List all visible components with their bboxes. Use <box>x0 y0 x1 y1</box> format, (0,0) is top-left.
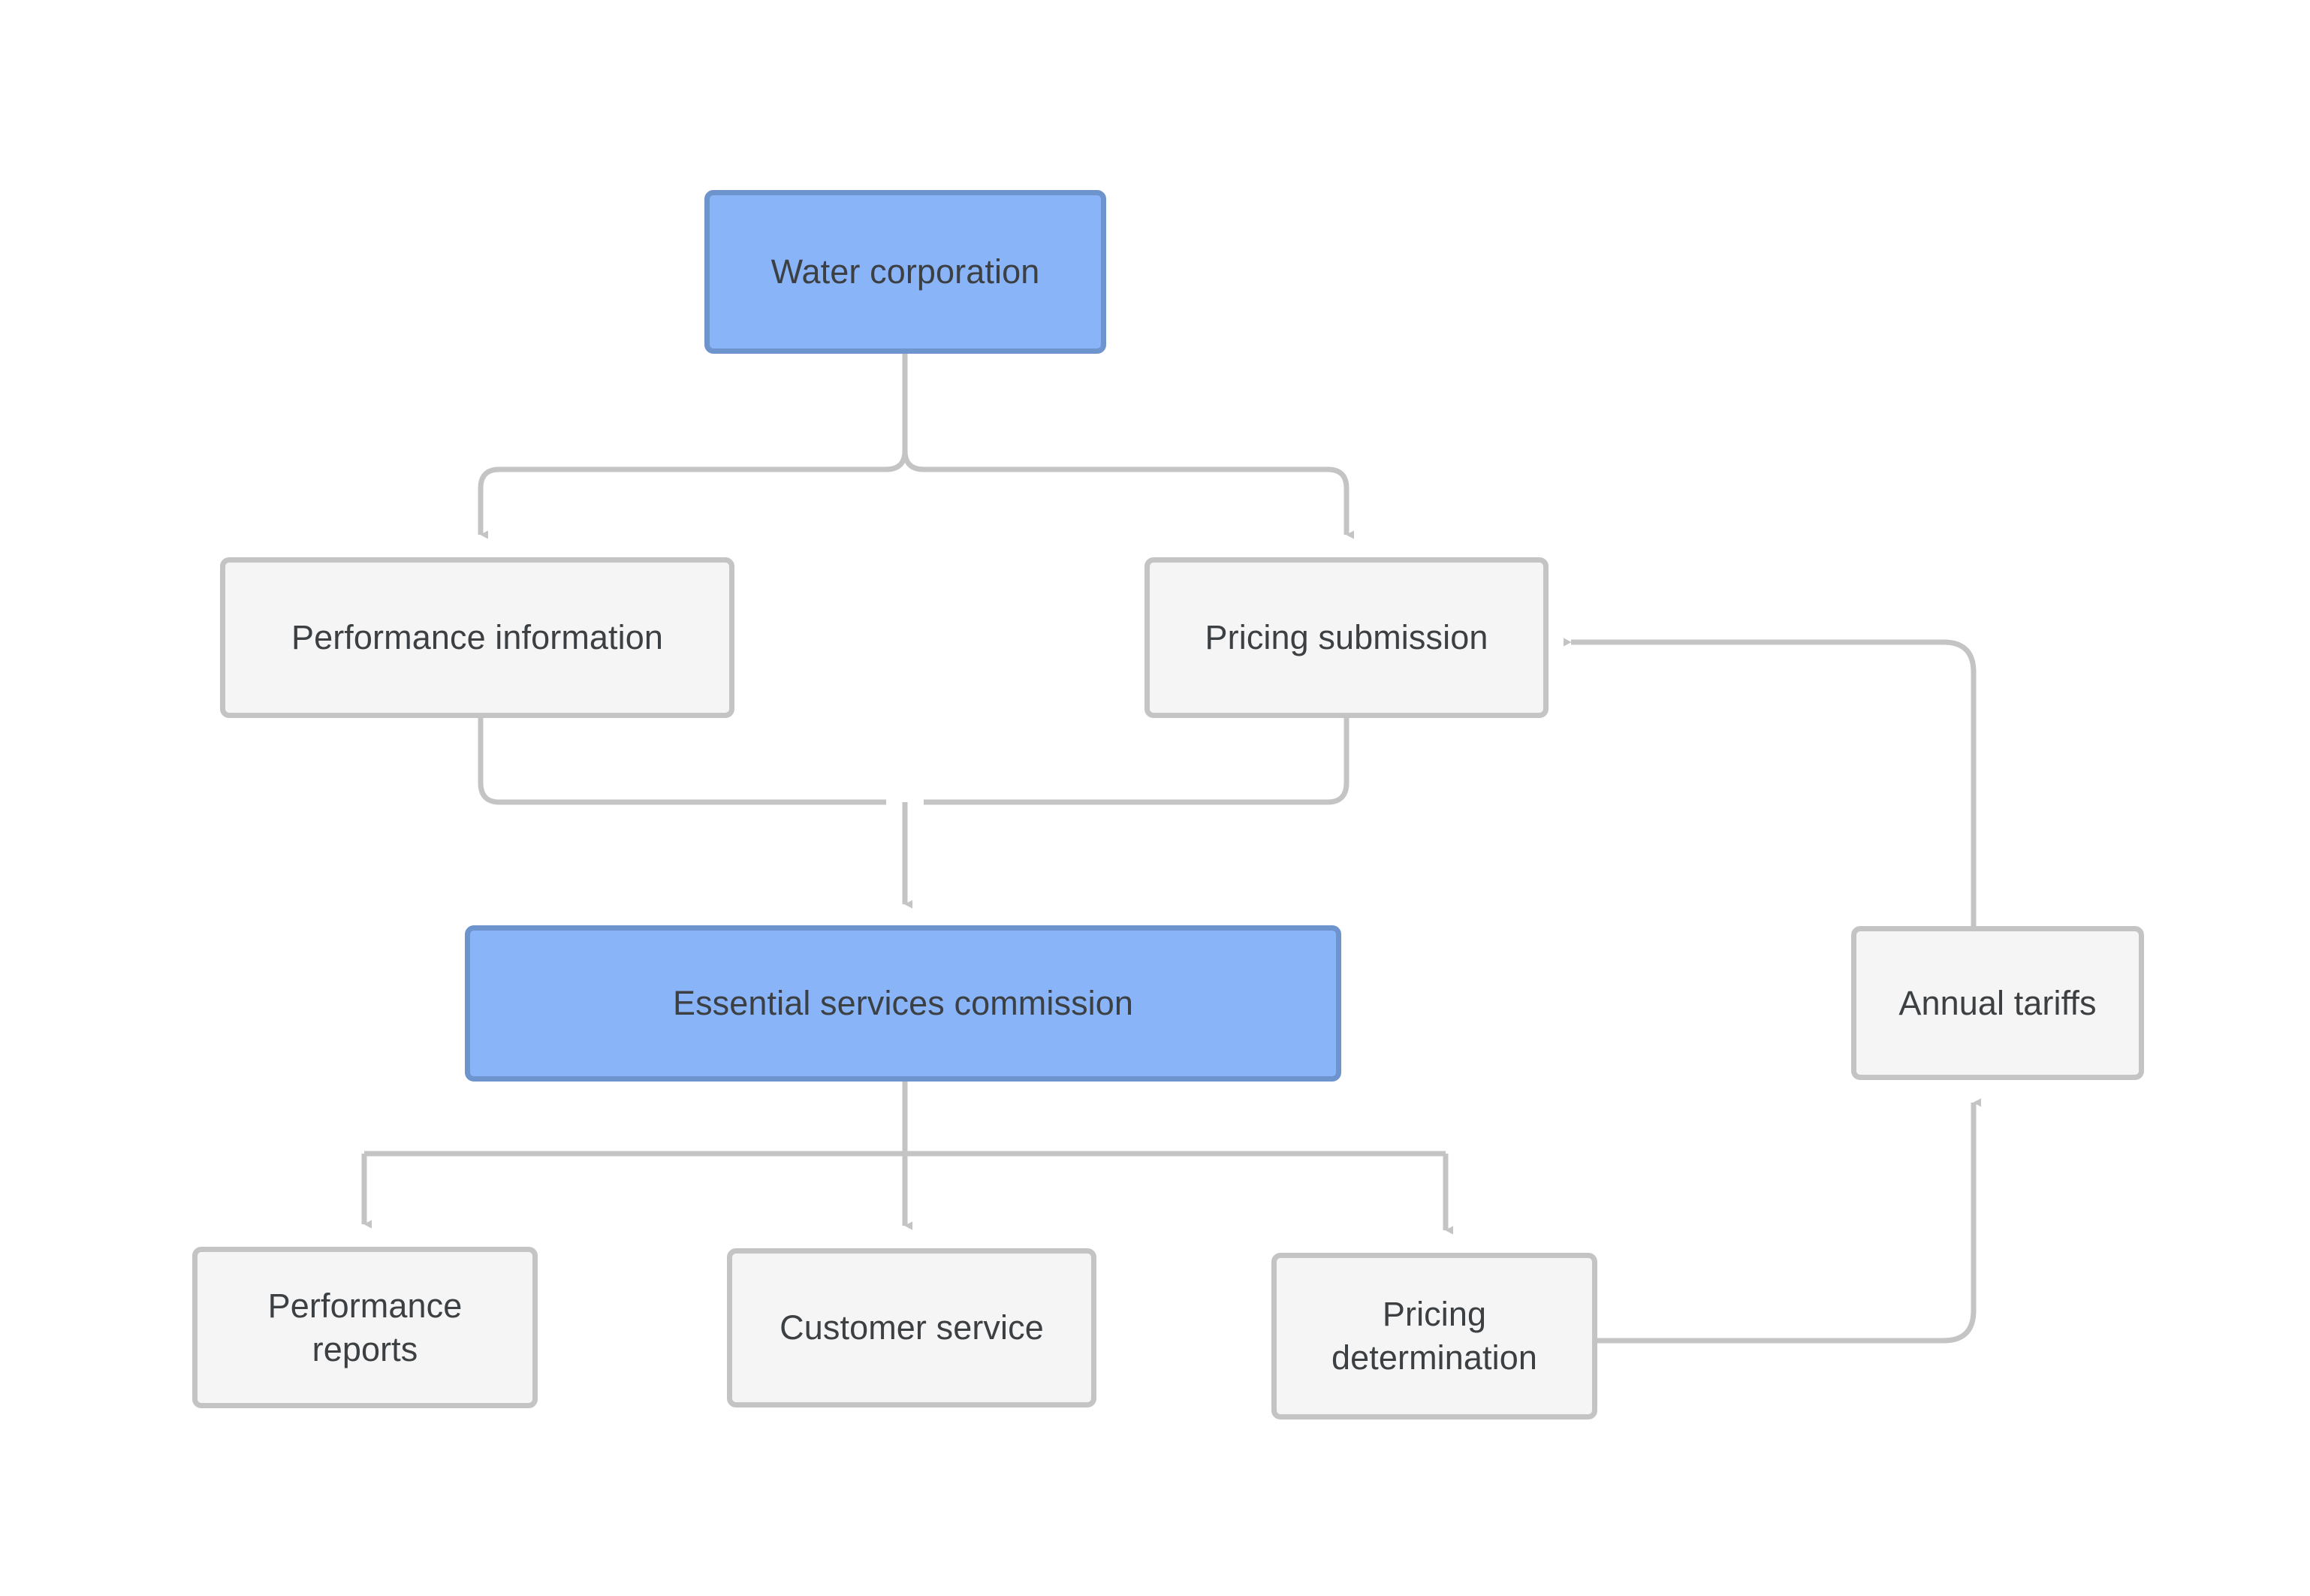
node-label-essential-services-commission: Essential services commission <box>672 984 1134 1023</box>
node-label-pricing-determination: Pricing determination <box>1331 1295 1537 1377</box>
node-label-pricing-submission: Pricing submission <box>1205 618 1488 657</box>
node-label-water-corporation: Water corporation <box>771 252 1040 291</box>
edge-performance-information-to-merge <box>478 718 886 805</box>
edge-annual-tariffs-to-pricing-submission <box>1563 638 1977 926</box>
edge-water-corporation-stem <box>478 354 908 539</box>
node-annual-tariffs[interactable]: Annual tariffs <box>1851 926 2144 1080</box>
node-customer-service[interactable]: Customer service <box>727 1248 1096 1407</box>
node-essential-services-commission[interactable]: Essential services commission <box>465 925 1341 1082</box>
edge-essential-services-commission-bus <box>364 1082 1446 1157</box>
edge-pricing-determination-to-annual-tariffs <box>1597 1098 1982 1344</box>
node-performance-information[interactable]: Performance information <box>220 557 734 718</box>
edge-pricing-submission-to-merge <box>924 718 1350 805</box>
node-label-customer-service: Customer service <box>780 1308 1044 1347</box>
node-pricing-determination[interactable]: Pricing determination <box>1271 1253 1597 1420</box>
node-label-performance-information: Performance information <box>291 618 663 657</box>
edge-water-corporation-to-pricing-submission <box>902 450 1354 539</box>
node-pricing-submission[interactable]: Pricing submission <box>1144 557 1549 718</box>
node-water-corporation[interactable]: Water corporation <box>704 190 1106 354</box>
node-label-annual-tariffs: Annual tariffs <box>1898 983 2097 1022</box>
node-label-performance-reports: Performance reports <box>267 1286 463 1368</box>
node-performance-reports[interactable]: Performance reports <box>192 1247 538 1408</box>
